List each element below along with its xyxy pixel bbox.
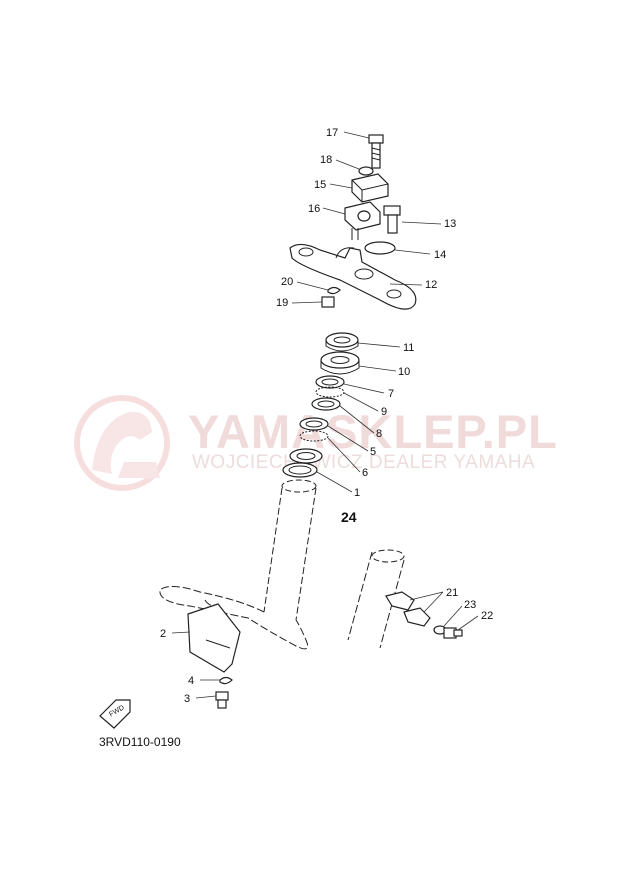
label-19: 19	[276, 297, 288, 309]
label-6: 6	[362, 467, 368, 479]
leader-lines	[171, 131, 479, 699]
label-18: 18	[320, 154, 332, 166]
part-labels: 17 18 15 16 13 14 12 20 19 11 10 7 9 8 5…	[160, 127, 493, 705]
watermark-logo	[74, 395, 170, 491]
part-21-clamp[interactable]	[385, 591, 431, 627]
label-8: 8	[376, 428, 382, 440]
label-15: 15	[314, 179, 326, 191]
label-23: 23	[464, 599, 476, 611]
label-20: 20	[281, 276, 293, 288]
part-5-race[interactable]	[299, 417, 329, 431]
label-13: 13	[444, 218, 456, 230]
watermark-subtitle: WOJCIECHOWICZ DEALER YAMAHA	[192, 452, 536, 473]
part-20-clip[interactable]	[327, 286, 341, 295]
label-2: 2	[160, 628, 166, 640]
label-16: 16	[308, 203, 320, 215]
part-10-cover[interactable]	[320, 351, 360, 375]
part-16-lower-holder[interactable]	[344, 201, 381, 240]
label-5: 5	[370, 446, 376, 458]
part-6-ball-bearing[interactable]	[299, 430, 329, 442]
part-15-upper-holder[interactable]	[351, 173, 389, 203]
part-8-race[interactable]	[311, 397, 341, 411]
label-1: 1	[354, 487, 360, 499]
label-9: 9	[381, 406, 387, 418]
label-12: 12	[425, 279, 437, 291]
label-21: 21	[446, 587, 458, 599]
diagram-code: 3RVD110-0190	[99, 735, 181, 749]
label-11: 11	[403, 342, 414, 354]
part-7-ball-bearing[interactable]	[315, 386, 345, 398]
part-2-cover-plate[interactable]	[187, 603, 241, 673]
fwd-arrow-icon: FWD	[99, 699, 131, 729]
part-4-clip[interactable]	[219, 676, 233, 685]
part-3-bolt[interactable]	[215, 691, 229, 709]
lower-bracket-steering-stem[interactable]	[159, 479, 317, 650]
part-1-seal[interactable]	[282, 462, 318, 478]
part-19-nut[interactable]	[321, 296, 335, 308]
label-17: 17	[326, 127, 338, 139]
part-17-bolt[interactable]	[368, 134, 384, 169]
part-18-washer[interactable]	[358, 166, 374, 176]
label-14: 14	[434, 249, 446, 261]
part-13-bolt[interactable]	[383, 205, 401, 234]
part-9-race[interactable]	[315, 375, 345, 389]
lower-race[interactable]	[289, 448, 323, 464]
label-7: 7	[388, 388, 394, 400]
label-24: 24	[341, 509, 357, 525]
label-22: 22	[481, 610, 493, 622]
part-11-ring-nut[interactable]	[325, 332, 359, 352]
label-3: 3	[184, 693, 190, 705]
part-14-washer[interactable]	[364, 241, 396, 255]
label-10: 10	[398, 366, 410, 378]
label-4: 4	[188, 675, 194, 687]
part-12-upper-bracket[interactable]	[289, 243, 417, 310]
